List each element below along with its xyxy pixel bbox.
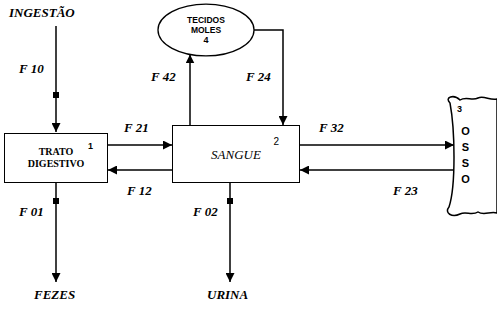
compartment-number: 2 xyxy=(273,136,279,147)
flow-label: F 01 xyxy=(18,205,45,219)
sink-label: FEZES xyxy=(33,288,76,302)
valve-tick xyxy=(53,92,59,98)
flow-label: F 12 xyxy=(126,184,153,198)
flow-arrow xyxy=(108,144,172,146)
flow-label: F 32 xyxy=(318,121,345,135)
node-content: TRATO DIGESTIVO xyxy=(24,146,88,170)
compartment-name: OSSO xyxy=(460,123,471,187)
bone-outline xyxy=(438,95,497,217)
excretion-arrow xyxy=(229,183,231,282)
valve-tick xyxy=(53,198,59,204)
bone-compartment: 3OSSO xyxy=(438,95,497,217)
flow-label: F 42 xyxy=(150,70,177,84)
compartment-box: TRATO DIGESTIVO1 xyxy=(4,133,108,183)
sink-label: URINA xyxy=(206,288,249,302)
tissue-compartment: TECIDOS MOLES4 xyxy=(157,3,255,57)
node-content: SANGUE xyxy=(211,147,261,162)
compartment-number: 1 xyxy=(88,141,93,151)
valve-tick xyxy=(227,198,233,204)
compartment-name: SANGUE xyxy=(211,147,261,162)
flow-arrow xyxy=(189,54,191,125)
intake-arrow xyxy=(55,26,57,132)
compartment-number: 3 xyxy=(457,104,462,114)
flow-label: F 02 xyxy=(192,205,219,219)
compartment-name: TRATO DIGESTIVO xyxy=(24,146,88,170)
flow-label: F 21 xyxy=(123,121,150,135)
compartment-name: TECIDOS MOLES xyxy=(180,15,232,35)
flow-arrow xyxy=(300,144,454,146)
excretion-arrow xyxy=(55,183,57,282)
flow-label: F 10 xyxy=(18,62,45,76)
flow-arrow xyxy=(108,169,172,171)
flow-label: F 23 xyxy=(392,184,419,198)
flow-label: F 24 xyxy=(245,70,272,84)
bone-outline xyxy=(447,97,497,216)
flow-arrow xyxy=(300,169,454,171)
node-content: TECIDOS MOLES4 xyxy=(180,15,232,46)
compartment-number: 4 xyxy=(203,35,208,46)
compartment-box: SANGUE 2 xyxy=(172,125,300,183)
source-label: INGESTÃO xyxy=(8,6,76,20)
ellipse-outline xyxy=(158,4,254,56)
